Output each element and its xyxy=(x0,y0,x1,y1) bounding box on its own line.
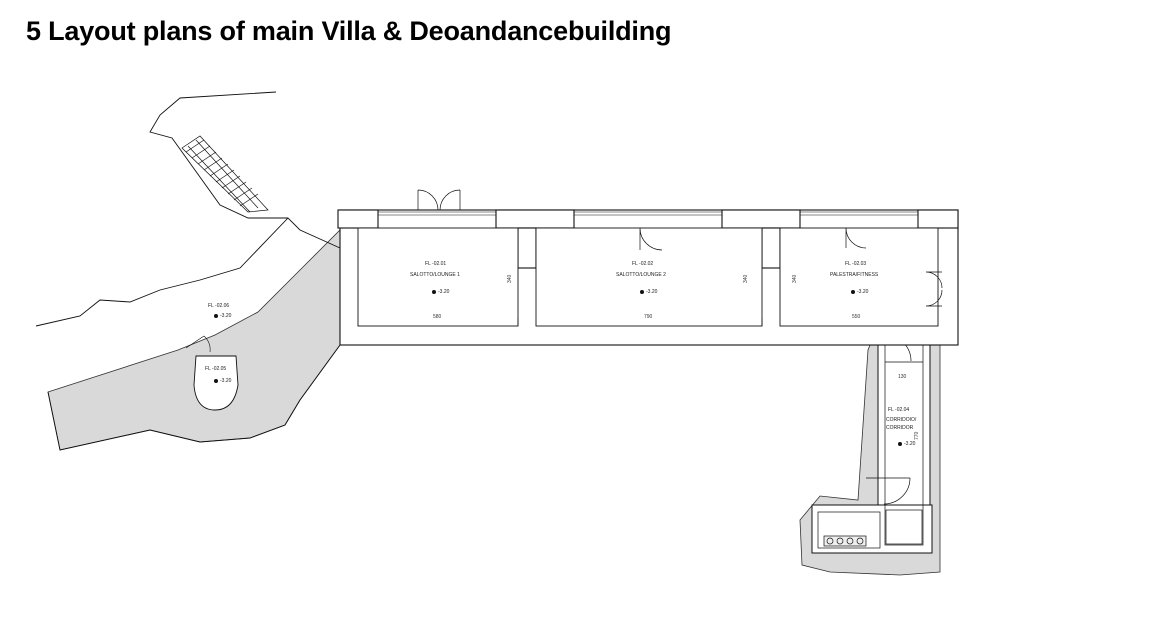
room-width-3: 550 xyxy=(852,314,861,320)
room-depth-4: 770 xyxy=(914,431,920,440)
room-width-1: 580 xyxy=(433,314,442,320)
room-level-3: -3.20 xyxy=(857,289,869,295)
room-width-2: 790 xyxy=(644,314,653,320)
room-name-3: PALESTRA/FITNESS xyxy=(830,272,879,278)
glazing xyxy=(378,211,918,326)
page-title: 5 Layout plans of main Villa & Deoandanc… xyxy=(26,16,672,46)
room-level-5: -3.20 xyxy=(220,378,232,384)
room-name-2: SALOTTO/LOUNGE 2 xyxy=(616,272,666,278)
room-code-4: FL -02.04 xyxy=(888,407,909,413)
room-code-2: FL -02.02 xyxy=(632,261,653,267)
room-code-1: FL -02.01 xyxy=(425,261,446,267)
room-name-4a: CORRIDOIO/ xyxy=(886,417,917,423)
stair-flight xyxy=(181,135,269,213)
wall-piers xyxy=(337,209,959,269)
doors xyxy=(417,189,943,307)
corridor xyxy=(811,327,933,554)
room-level-2: -3.20 xyxy=(646,289,658,295)
room-level-1: -3.20 xyxy=(438,289,450,295)
room-level-6: -3.20 xyxy=(220,313,232,319)
depth-dimensions: 340 340 340 770 xyxy=(507,274,920,440)
terrain-lines xyxy=(35,91,341,451)
room-width-4: 130 xyxy=(898,374,907,380)
room-labels: FL -02.01 SALOTTO/LOUNGE 1 -3.20 580 FL … xyxy=(205,261,917,447)
room-depth-3: 340 xyxy=(792,274,798,283)
room-depth-2: 340 xyxy=(743,274,749,283)
room-code-6: FL -02.06 xyxy=(208,303,229,309)
level-markers xyxy=(214,290,902,446)
room-depth-1: 340 xyxy=(507,274,513,283)
rooms xyxy=(357,227,939,327)
room-code-3: FL -02.03 xyxy=(845,261,866,267)
room-name-4b: CORRIDOR xyxy=(886,425,914,431)
room-level-4: -3.20 xyxy=(904,441,916,447)
room-name-1: SALOTTO/LOUNGE 1 xyxy=(410,272,460,278)
room-code-5: FL -02.05 xyxy=(205,366,226,372)
